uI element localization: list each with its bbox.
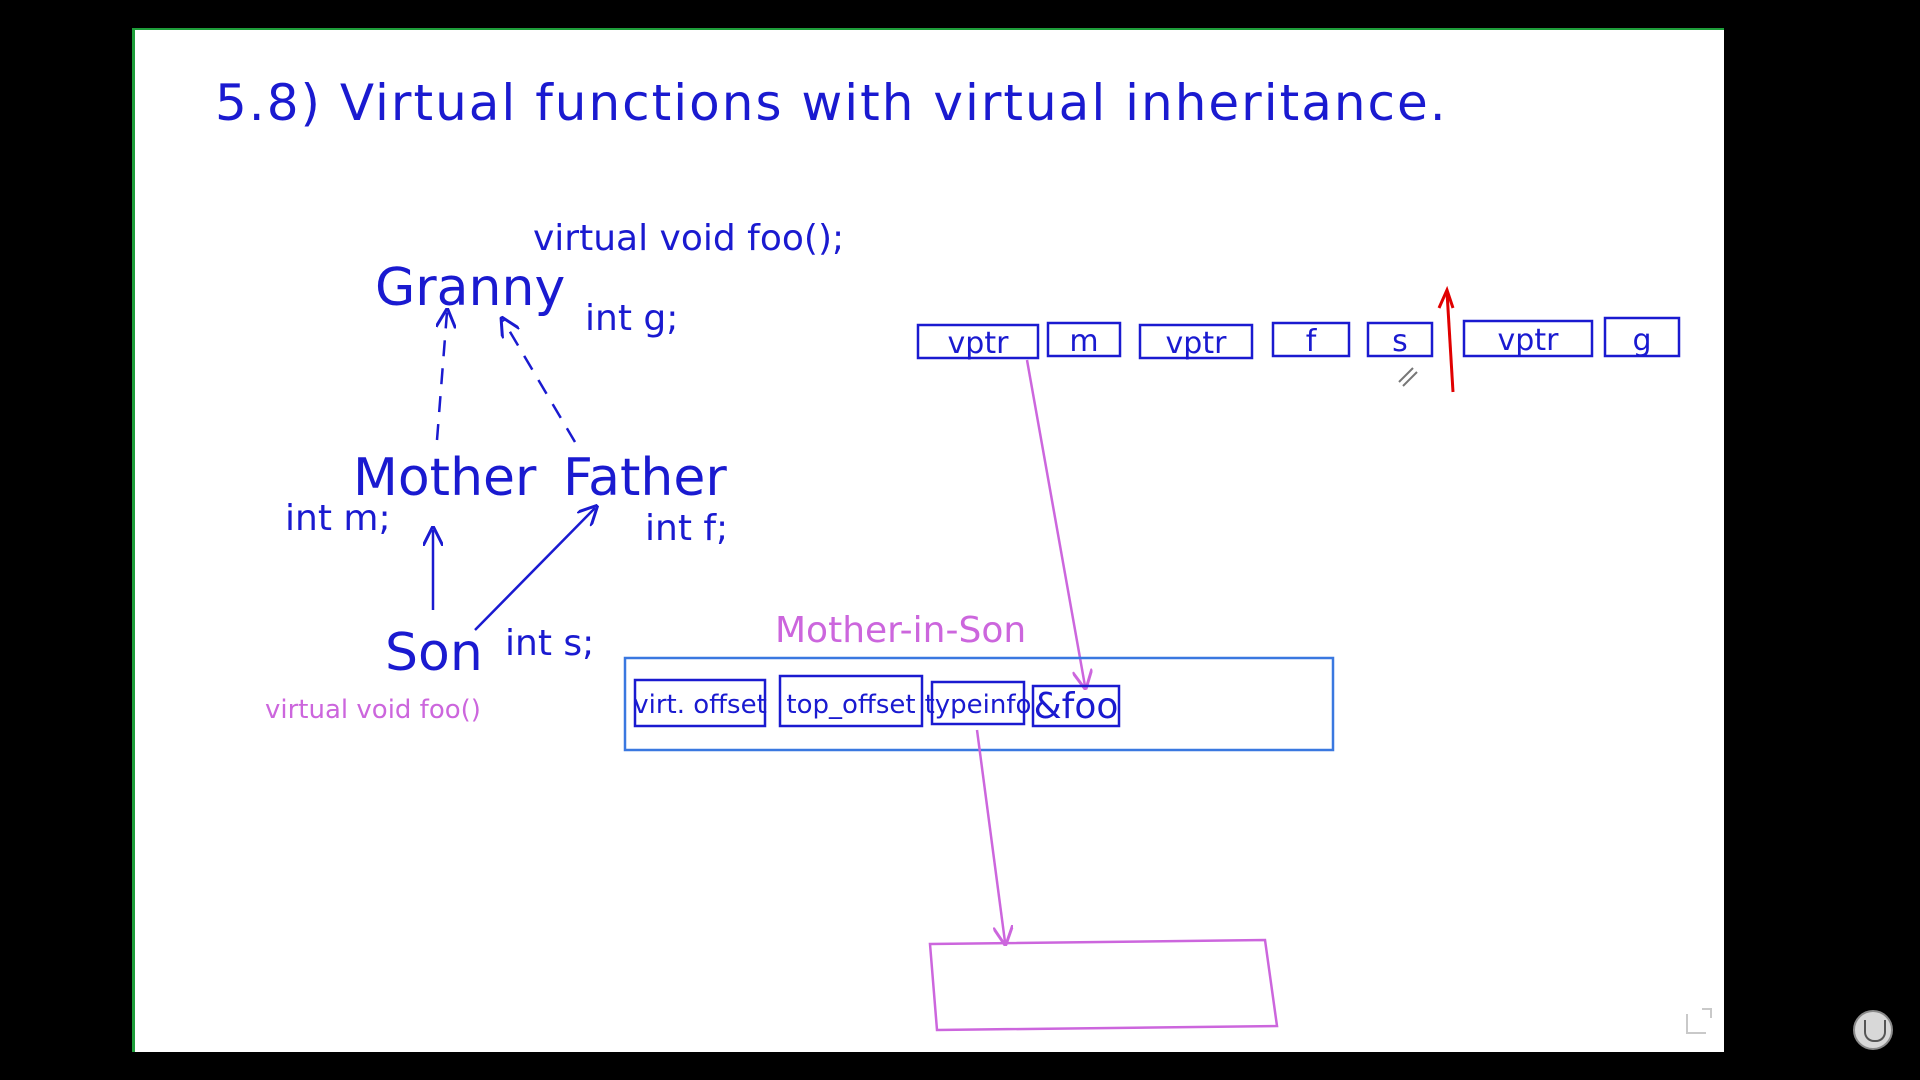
class-granny: Granny [375, 258, 565, 318]
vtable-cell-foo [1031, 684, 1121, 728]
mem-cell-label: g [1632, 323, 1651, 358]
vtable-cell-label: top_offset [786, 690, 915, 720]
expand-icon[interactable] [1686, 1008, 1712, 1034]
typeinfo-to-object-arrow [975, 729, 1005, 942]
vtable-label: Mother-in-Son [775, 610, 1026, 651]
mem-cell-label: vptr [1166, 326, 1228, 361]
granny-member: int g; [585, 298, 678, 339]
class-mother: Mother [353, 448, 537, 508]
pencil-icon [1398, 367, 1418, 387]
vtable-cell-virt-offset [633, 678, 767, 728]
class-son: Son [385, 623, 483, 683]
mem-cell-vptr-mother [916, 323, 1040, 360]
mem-cell-label: f [1306, 324, 1318, 359]
mem-cell-m [1046, 321, 1122, 358]
class-father: Father [563, 448, 727, 508]
mem-cell-g [1603, 316, 1681, 358]
arrow-father-to-granny [503, 320, 577, 443]
mem-cell-vptr-granny [1462, 319, 1594, 358]
page-title: 5.8) Virtual functions with virtual inhe… [215, 74, 1448, 132]
father-member: int f; [645, 508, 728, 549]
vptr-to-vtable-arrow [1025, 359, 1085, 686]
mother-member: int m; [285, 498, 391, 539]
arrow-mother-to-granny [435, 312, 447, 441]
channel-logo-icon [1853, 1010, 1893, 1050]
whiteboard: 5.8) Virtual functions with virtual inhe… [132, 28, 1724, 1052]
mem-cell-label: m [1069, 324, 1098, 359]
memory-layout: vptr m vptr f s vptr g [916, 316, 1681, 361]
mem-cell-s [1366, 321, 1434, 358]
mem-cell-label: s [1392, 324, 1408, 359]
vtable-cell-label: &foo [1034, 686, 1119, 727]
mem-cell-vptr-father [1138, 323, 1254, 360]
typeinfo-object-box [928, 938, 1279, 1032]
son-method: virtual void foo() [265, 695, 481, 725]
vtable-entries: virt. offset top_offset typeinfo &foo [633, 674, 1121, 728]
son-member: int s; [505, 623, 594, 664]
mem-cell-f [1271, 321, 1351, 358]
mem-cell-label: vptr [1498, 323, 1560, 358]
mem-cell-label: vptr [948, 326, 1010, 361]
vtable-cell-top-offset [778, 674, 924, 728]
granny-method: virtual void foo(); [533, 218, 844, 259]
red-arrow-head [1437, 285, 1455, 309]
arrow-son-to-father [474, 508, 595, 631]
diagram-canvas: 5.8) Virtual functions with virtual inhe… [215, 74, 1681, 1032]
virtual-base-separator-arrow [1445, 291, 1455, 393]
vtable-cell-label: virt. offset [633, 690, 767, 720]
vtable-cell-typeinfo [930, 680, 1026, 726]
vtable-cell-label: typeinfo [925, 690, 1032, 720]
